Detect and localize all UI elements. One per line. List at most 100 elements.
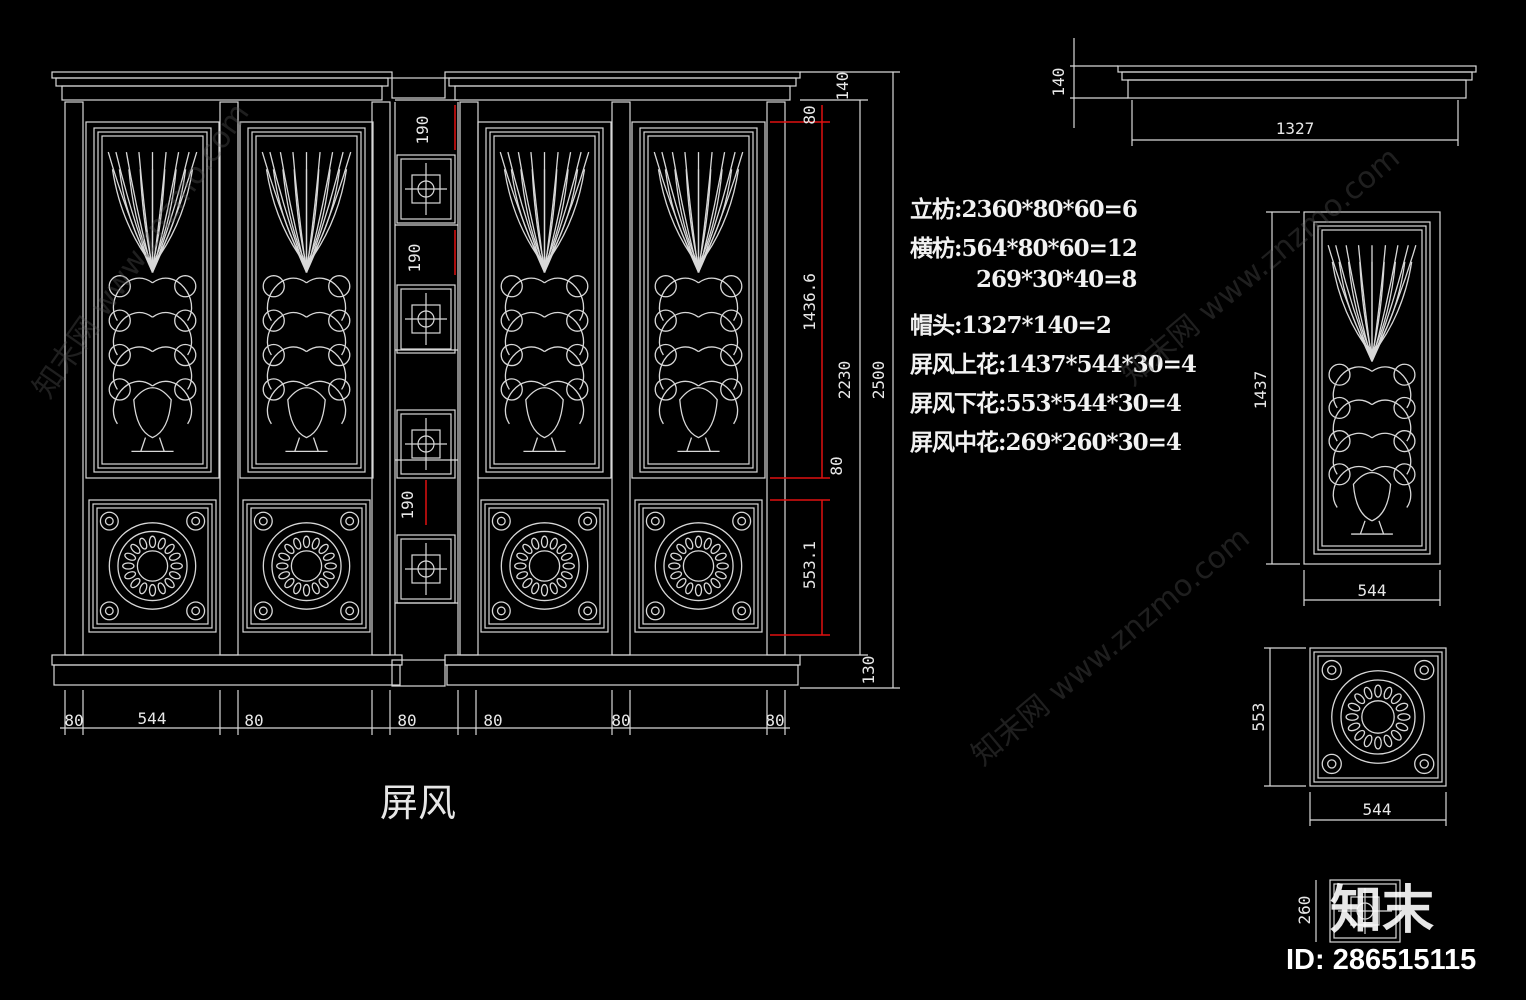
scroll-curve xyxy=(504,277,545,322)
crown-molding xyxy=(55,77,389,87)
medallion-core xyxy=(290,550,323,582)
corner-flower xyxy=(258,606,268,616)
rosette-petal xyxy=(516,571,529,580)
scroll-circle xyxy=(720,343,743,367)
dim-label-544: 544 xyxy=(138,709,167,728)
frond-stroke xyxy=(1371,245,1409,362)
lower-dim-553: 553 xyxy=(1249,703,1268,732)
scroll-curve xyxy=(544,311,585,356)
scroll-circle xyxy=(262,343,285,367)
upper-dim-544: 544 xyxy=(1358,581,1387,600)
rosette-petal xyxy=(1363,734,1373,748)
corner-flower xyxy=(583,516,593,526)
middle-cap xyxy=(391,77,446,99)
scroll-circle xyxy=(1393,396,1416,420)
rosette-petal xyxy=(549,537,558,550)
frond-stroke xyxy=(151,151,198,273)
frond-stroke xyxy=(279,151,308,273)
lower-carving xyxy=(645,511,752,621)
upper-panel-frame xyxy=(493,135,596,465)
scroll-curve xyxy=(306,311,347,356)
medallion-ring xyxy=(500,522,589,610)
dim-label-1436: 1436.6 xyxy=(800,273,819,331)
scroll-circle xyxy=(1328,463,1351,486)
rosette-petal xyxy=(685,582,694,595)
frond-stroke xyxy=(1371,261,1385,355)
rosette-petal xyxy=(560,552,573,561)
rosette-petal xyxy=(714,552,727,561)
scroll-circle xyxy=(328,275,351,298)
scroll-curve xyxy=(112,311,153,356)
rosette-petal xyxy=(540,535,549,549)
rosette-petal xyxy=(670,571,683,580)
lower-panel-frame xyxy=(96,507,209,625)
rosette-petal xyxy=(293,582,302,595)
frond-stroke xyxy=(685,169,700,266)
rosette-petal xyxy=(302,535,311,549)
corner-flower xyxy=(491,601,511,621)
scroll-curve xyxy=(152,311,193,356)
lattice-center xyxy=(417,310,435,328)
medallion-ring xyxy=(654,522,743,610)
scroll-circle xyxy=(1393,363,1416,386)
corner-flower xyxy=(583,606,593,616)
rosette-petal xyxy=(164,543,175,555)
frond-stroke xyxy=(1371,245,1399,362)
upper-panel-frame xyxy=(1313,221,1431,555)
base-molding xyxy=(51,654,403,666)
scroll-curve xyxy=(698,277,739,322)
lower-panel-frame xyxy=(488,507,601,625)
corner-flower xyxy=(645,511,665,531)
upper-carving xyxy=(499,151,590,453)
rosette-petal xyxy=(311,582,320,595)
vase-shape xyxy=(679,387,718,439)
corner-flower xyxy=(645,601,665,621)
vase-shape xyxy=(525,387,564,439)
rosette-petal xyxy=(157,582,166,595)
upper-panel-frame xyxy=(1317,225,1427,551)
scroll-curve xyxy=(306,277,347,322)
upper-panel-frame xyxy=(247,127,366,473)
image-id: ID: 286515115 xyxy=(1286,944,1477,976)
upper-panel-frame xyxy=(485,127,604,473)
rosette-petal xyxy=(168,552,181,561)
medallion-ring xyxy=(117,530,188,602)
scroll-curve xyxy=(504,311,545,356)
vase-foot xyxy=(532,437,557,452)
scroll-curve xyxy=(698,346,739,390)
medallion-ring xyxy=(108,522,197,610)
frond-stroke xyxy=(125,151,154,273)
dim-label-2230: 2230 xyxy=(835,361,854,400)
rosette-petal xyxy=(716,562,729,570)
corner-flower xyxy=(345,606,355,616)
dim-label-80-c: 80 xyxy=(397,711,416,730)
spec-line-5: 屏风上花:1437*544*30=4 xyxy=(910,351,1197,378)
corner-flower xyxy=(578,511,598,531)
frond-stroke xyxy=(664,169,700,266)
middle-carving xyxy=(405,543,447,595)
rosette-petal xyxy=(703,537,712,550)
crown-molding xyxy=(51,71,393,79)
scroll-curve xyxy=(658,346,699,390)
upper-dim-1437: 1437 xyxy=(1251,371,1270,410)
base-molding xyxy=(446,664,799,686)
scroll-curve xyxy=(266,346,307,390)
scroll-curve xyxy=(1371,399,1412,442)
upper-panel-frame xyxy=(101,135,204,465)
stile xyxy=(371,101,391,656)
spec-line-3: 269*30*40=8 xyxy=(976,266,1137,293)
scroll-curve xyxy=(266,380,307,425)
middle-panel-frame xyxy=(400,158,452,220)
lower-panel-frame xyxy=(1313,651,1443,783)
rosette-petal xyxy=(276,562,289,570)
frond-stroke xyxy=(510,169,546,266)
frond-stroke xyxy=(151,169,194,266)
middle-carving xyxy=(405,293,447,345)
rosette-petal xyxy=(278,571,291,580)
corner-flower xyxy=(186,601,206,621)
rosette-petal xyxy=(324,562,337,570)
corner-flower xyxy=(186,511,206,531)
dim-label-80-d: 80 xyxy=(483,711,502,730)
rosette-petal xyxy=(130,543,141,555)
